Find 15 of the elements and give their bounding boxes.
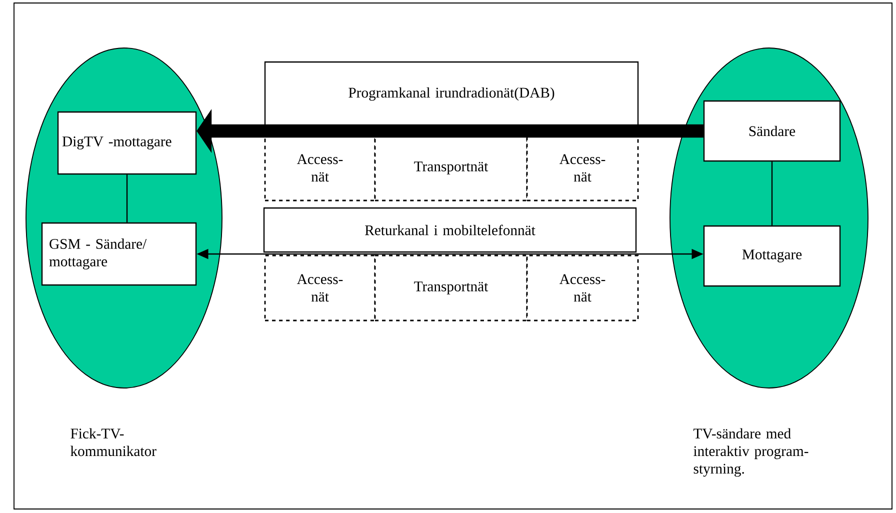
process-box: Programkanal irundradionät(DAB) [264, 61, 639, 127]
process-box: DigTV -mottagare [57, 111, 197, 175]
connector-line [771, 162, 773, 226]
node-label: Fick-TV- kommunikator [70, 428, 156, 456]
connector-line [126, 174, 128, 222]
process-box: Mottagare [703, 225, 841, 287]
dashed-box: Transportnät [374, 134, 528, 202]
process-box: Sändare [703, 100, 841, 162]
dashed-box: Access- nät [264, 134, 376, 202]
dashed-box: Access- nät [526, 134, 639, 202]
node-label: TV-sändare med interaktiv program- styrning. [694, 428, 808, 477]
dashed-box: Access- nät [264, 254, 376, 322]
dashed-box: Access- nät [526, 254, 639, 322]
process-box: GSM - Sändare/ mottagare [41, 222, 197, 286]
dashed-box: Transportnät [374, 254, 528, 322]
